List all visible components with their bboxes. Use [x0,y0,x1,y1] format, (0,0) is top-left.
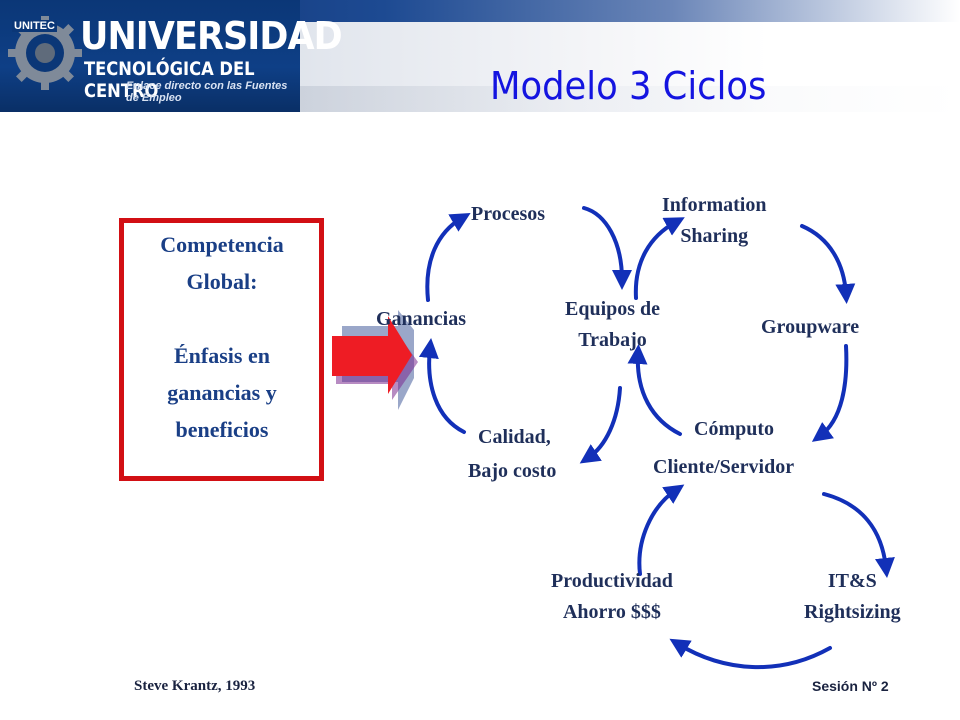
arrow-trabajo-to-bajo-costo [579,386,622,464]
label-equipos: Equipos de [565,298,661,320]
logo-badge: UNITEC [12,20,57,32]
arrow-groupware-to-computo [811,344,849,442]
arrow-ganancias-to-procesos [425,212,471,302]
label-rightsizing: Rightsizing [804,601,901,623]
header-banner: UNITEC UNIVERSIDAD TECNOLÓGICA DEL CENTR… [0,0,960,112]
arrow-servidor-to-its [822,492,895,578]
competencia-text: Competencia Global: Énfasis en ganancias… [124,226,320,448]
label-procesos: Procesos [471,203,546,225]
university-logo: UNITEC UNIVERSIDAD TECNOLÓGICA DEL CENTR… [0,0,343,112]
logo-title: UNIVERSIDAD [80,14,343,58]
arrow-productividad-to-servidor [637,484,685,576]
label-cliente-servidor: Cliente/Servidor [653,456,795,478]
label-its-rightsizing: IT&S Rightsizing [804,566,901,628]
box-line-2: Global: [186,269,258,294]
logo-tagline: Enlace directo con las Fuentes de Empleo [126,80,288,104]
box-line-5: beneficios [175,417,269,442]
label-its: IT&S [827,570,877,592]
arrow-sharing-to-groupware [800,224,856,304]
label-bajo-costo: Bajo costo [468,460,557,482]
arrow-equipos-to-information [633,217,685,300]
label-information: Information [662,194,767,216]
label-productividad: Productividad Ahorro $$$ [551,566,673,628]
slide-title: Modelo 3 Ciclos [490,64,767,108]
footer-author: Steve Krantz, 1993 [134,678,256,694]
logo-subtitle: TECNOLÓGICA DEL CENTRO [84,58,255,102]
label-groupware: Groupware [761,316,860,338]
arrow-calidad-to-ganancias [418,338,466,434]
label-sharing: Sharing [680,225,749,247]
label-productividad-1: Productividad [551,570,673,592]
label-ganancias: Ganancias [376,308,467,330]
arrow-procesos-to-equipos [582,206,632,290]
arrow-rightsizing-to-productividad [669,638,832,670]
label-equipos-trabajo: Equipos de Trabajo [565,294,660,356]
box-line-4: ganancias y [167,380,277,405]
box-line-3: Énfasis en [174,343,270,368]
footer-session: Sesión Nº 2 [812,678,889,694]
arrow-computo-to-equipos [627,344,682,436]
competencia-box [119,218,324,481]
label-information-sharing: Information Sharing [662,190,766,252]
label-computo: Cómputo [694,418,775,440]
label-ahorro: Ahorro $$$ [562,601,661,623]
box-line-1: Competencia [160,232,284,257]
label-trabajo: Trabajo [578,329,647,351]
label-calidad: Calidad, [478,426,551,448]
red-arrow-icon [332,310,418,410]
